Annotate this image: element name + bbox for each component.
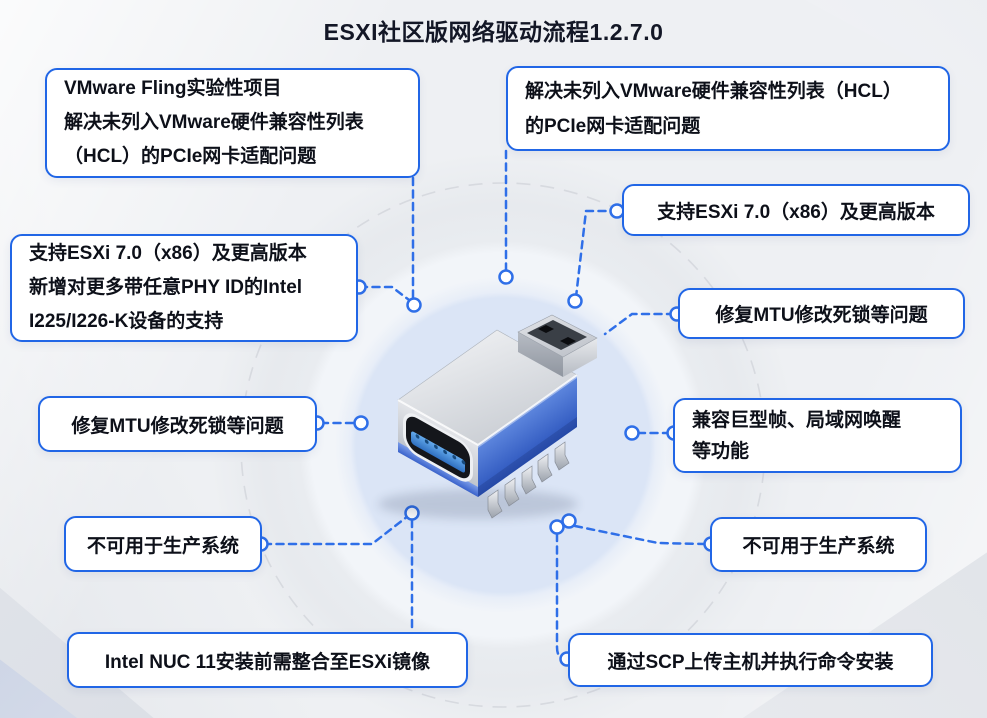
callout-scp-install: 通过SCP上传主机并执行命令安装 [568, 633, 933, 687]
callout-line: 不可用于生产系统 [742, 536, 895, 557]
callout-line: 支持ESXi 7.0（x86）及更高版本 [657, 201, 935, 223]
callout-nuc-install: Intel NUC 11安装前需整合至ESXi镜像 [67, 632, 468, 688]
callout-line: 等功能 [692, 440, 750, 462]
usb-plug [517, 314, 598, 377]
callout-vmware-fling: VMware Fling实验性项目 解决未列入VMware硬件兼容性列表 （HC… [45, 68, 420, 178]
callout-line: 新增对更多带任意PHY ID的Intel [29, 277, 303, 298]
callout-line: 通过SCP上传主机并执行命令安装 [607, 651, 894, 673]
callout-esxi-support-right: 支持ESXi 7.0（x86）及更高版本 [622, 184, 970, 236]
callout-line: 解决未列入VMware硬件兼容性列表（HCL） [525, 80, 902, 102]
usb-plug-hole [538, 325, 554, 333]
adapter-pins [487, 441, 570, 519]
adapter-edge-highlight [397, 374, 578, 447]
usb-adapter-illustration [378, 314, 598, 519]
callout-line: 解决未列入VMware硬件兼容性列表 [64, 112, 364, 133]
callout-line: I225/I226-K设备的支持 [29, 311, 224, 332]
port-tongue [411, 431, 465, 473]
callout-line: 的PCIe网卡适配问题 [525, 115, 701, 137]
adapter-front-face [398, 400, 478, 498]
callout-line: Intel NUC 11安装前需整合至ESXi镜像 [104, 651, 431, 673]
callout-mtu-left: 修复MTU修改死锁等问题 [38, 396, 317, 452]
callout-line: （HCL）的PCIe网卡适配问题 [64, 146, 317, 167]
callout-line: VMware Fling实验性项目 [64, 78, 282, 99]
callout-not-production-right: 不可用于生产系统 [710, 517, 927, 572]
callout-not-production-left: 不可用于生产系统 [64, 516, 262, 572]
callout-esxi-support-left: 支持ESXi 7.0（x86）及更高版本 新增对更多带任意PHY ID的Inte… [10, 234, 358, 342]
callout-mtu-right: 修复MTU修改死锁等问题 [678, 288, 965, 339]
page-title: ESXI社区版网络驱动流程1.2.7.0 [323, 19, 664, 45]
callout-jumbo-frames: 兼容巨型帧、局域网唤醒 等功能 [673, 398, 962, 473]
callout-line: 不可用于生产系统 [86, 535, 239, 557]
callout-line: 修复MTU修改死锁等问题 [715, 305, 928, 326]
callout-line: 兼容巨型帧、局域网唤醒 [692, 409, 902, 431]
adapter-shadow [378, 489, 578, 519]
usb-plug-hole [560, 337, 576, 345]
callout-line: 支持ESXi 7.0（x86）及更高版本 [29, 243, 307, 264]
callout-hcl-right: 解决未列入VMware硬件兼容性列表（HCL） 的PCIe网卡适配问题 [506, 66, 950, 151]
callout-line: 修复MTU修改死锁等问题 [71, 415, 284, 437]
